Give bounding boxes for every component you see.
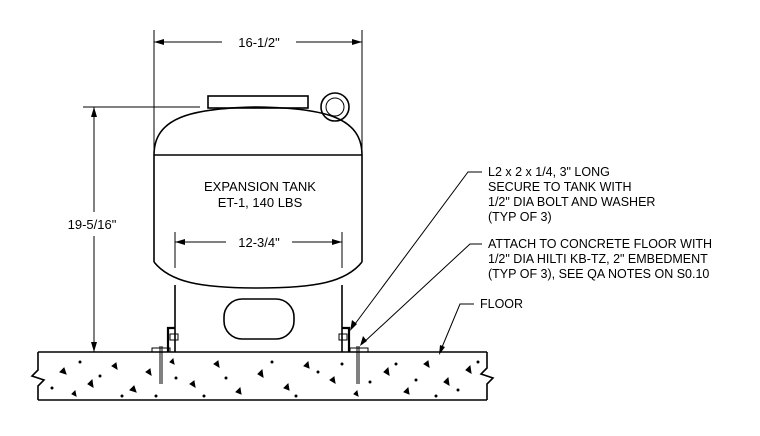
- tank-top-fitting: [207, 95, 309, 109]
- dimension-width-label: 16-1/2": [238, 35, 280, 50]
- angle-note-line-3: 1/2" DIA BOLT AND WASHER: [488, 195, 655, 209]
- lifting-ring: [320, 92, 350, 122]
- skirt-opening: [223, 298, 295, 340]
- left-angle-anchor: [151, 326, 179, 384]
- angle-note-line-2: SECURE TO TANK WITH: [488, 180, 632, 194]
- anchor-note-line-2: 1/2" DIA HILTI KB-TZ, 2" EMBEDMENT: [488, 252, 708, 266]
- floor-note: FLOOR: [480, 297, 523, 311]
- dimension-width: 16-1/2": [153, 30, 363, 150]
- floor-note-leader: [439, 303, 474, 355]
- anchor-note-line-1: ATTACH TO CONCRETE FLOOR WITH: [488, 237, 712, 251]
- expansion-tank: [153, 92, 363, 352]
- anchor-note-line-3: (TYP OF 3), SEE QA NOTES ON S0.10: [488, 267, 709, 281]
- concrete-floor-slab: [30, 351, 495, 401]
- angle-note-leader: [350, 171, 482, 331]
- tank-dome: [153, 106, 363, 156]
- anchor-note-leader: [360, 243, 482, 346]
- tank-label-line-1: EXPANSION TANK: [204, 179, 316, 194]
- angle-note-line-1: L2 x 2 x 1/4, 3" LONG: [488, 165, 610, 179]
- tank-label-line-2: ET-1, 140 LBS: [218, 195, 303, 210]
- dimension-leg-span: 12-3/4": [174, 232, 343, 268]
- angle-note: L2 x 2 x 1/4, 3" LONG SECURE TO TANK WIT…: [488, 165, 655, 224]
- right-angle-anchor: [338, 326, 369, 384]
- concrete-aggregate: [50, 357, 480, 398]
- dimension-leg-span-label: 12-3/4": [238, 235, 280, 250]
- anchor-note: ATTACH TO CONCRETE FLOOR WITH 1/2" DIA H…: [488, 237, 712, 281]
- angle-note-line-4: (TYP OF 3): [488, 210, 552, 224]
- tank-bottom: [153, 261, 363, 289]
- dimension-height-label: 19-5/16": [68, 217, 117, 232]
- dimension-height: 19-5/16": [68, 106, 200, 352]
